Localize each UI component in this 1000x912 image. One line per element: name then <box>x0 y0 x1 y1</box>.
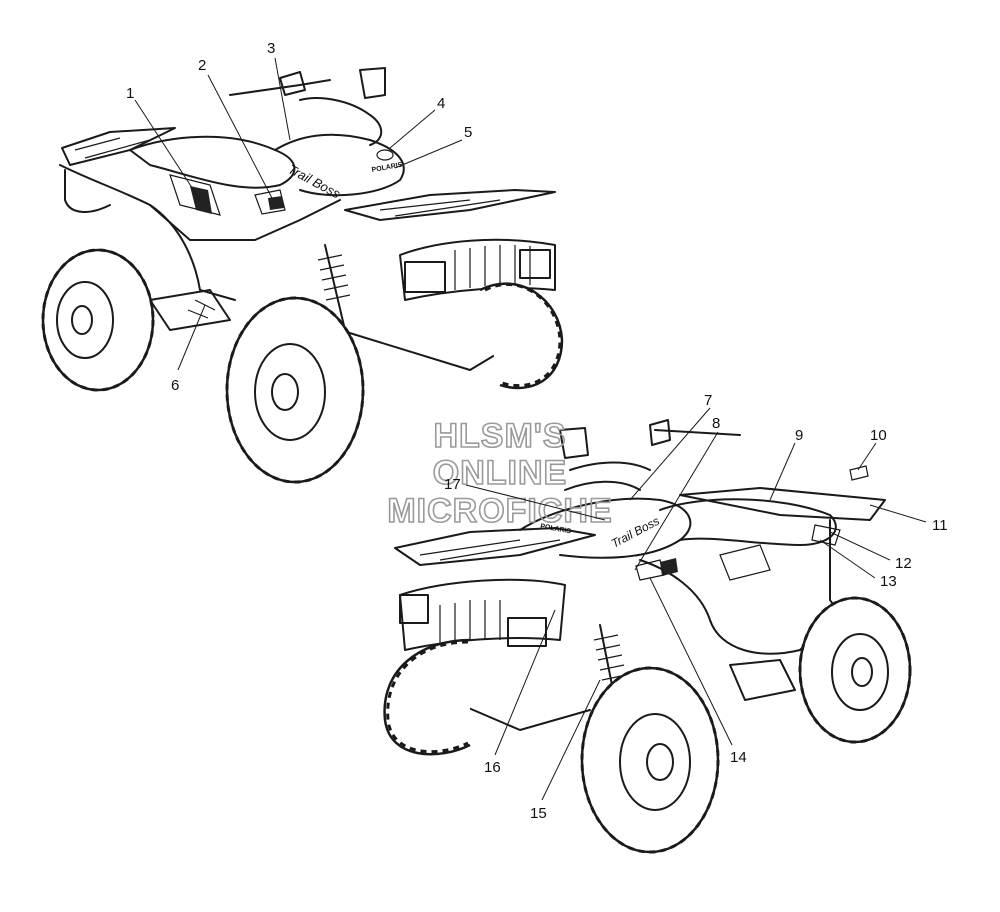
callout-4: 4 <box>437 95 445 112</box>
callout-1: 1 <box>126 85 134 102</box>
callout-11: 11 <box>932 517 948 534</box>
leader-lines <box>134 57 927 801</box>
callout-2: 2 <box>198 57 206 74</box>
model-name-decal-upper: Trail Boss <box>286 161 344 201</box>
callout-3: 3 <box>267 40 275 57</box>
callout-labels: 1 2 3 4 5 6 7 8 9 10 11 12 13 14 15 16 1… <box>126 40 948 822</box>
callout-17: 17 <box>444 476 461 493</box>
callout-8: 8 <box>712 415 720 432</box>
model-name-decal-lower: Trail Boss <box>609 514 662 551</box>
watermark-line-3: MICROFICHE <box>387 492 612 530</box>
callout-6: 6 <box>171 377 179 394</box>
watermark: HLSM'S ONLINE MICROFICHE <box>387 416 613 531</box>
callout-10: 10 <box>870 427 887 444</box>
brand-decal-upper: POLARIS <box>371 162 403 174</box>
callout-9: 9 <box>795 427 803 444</box>
atv-lower-illustration: Trail Boss POLARIS <box>383 419 912 854</box>
callout-12: 12 <box>895 555 912 572</box>
callout-13: 13 <box>880 573 897 590</box>
callout-5: 5 <box>464 124 472 141</box>
atv-upper-illustration: Trail Boss POLARIS <box>41 67 564 484</box>
callout-16: 16 <box>484 759 501 776</box>
callout-7: 7 <box>704 392 712 409</box>
watermark-line-2: ONLINE <box>433 454 567 492</box>
callout-15: 15 <box>530 805 547 822</box>
watermark-line-1: HLSM'S <box>433 417 566 455</box>
callout-14: 14 <box>730 749 747 766</box>
